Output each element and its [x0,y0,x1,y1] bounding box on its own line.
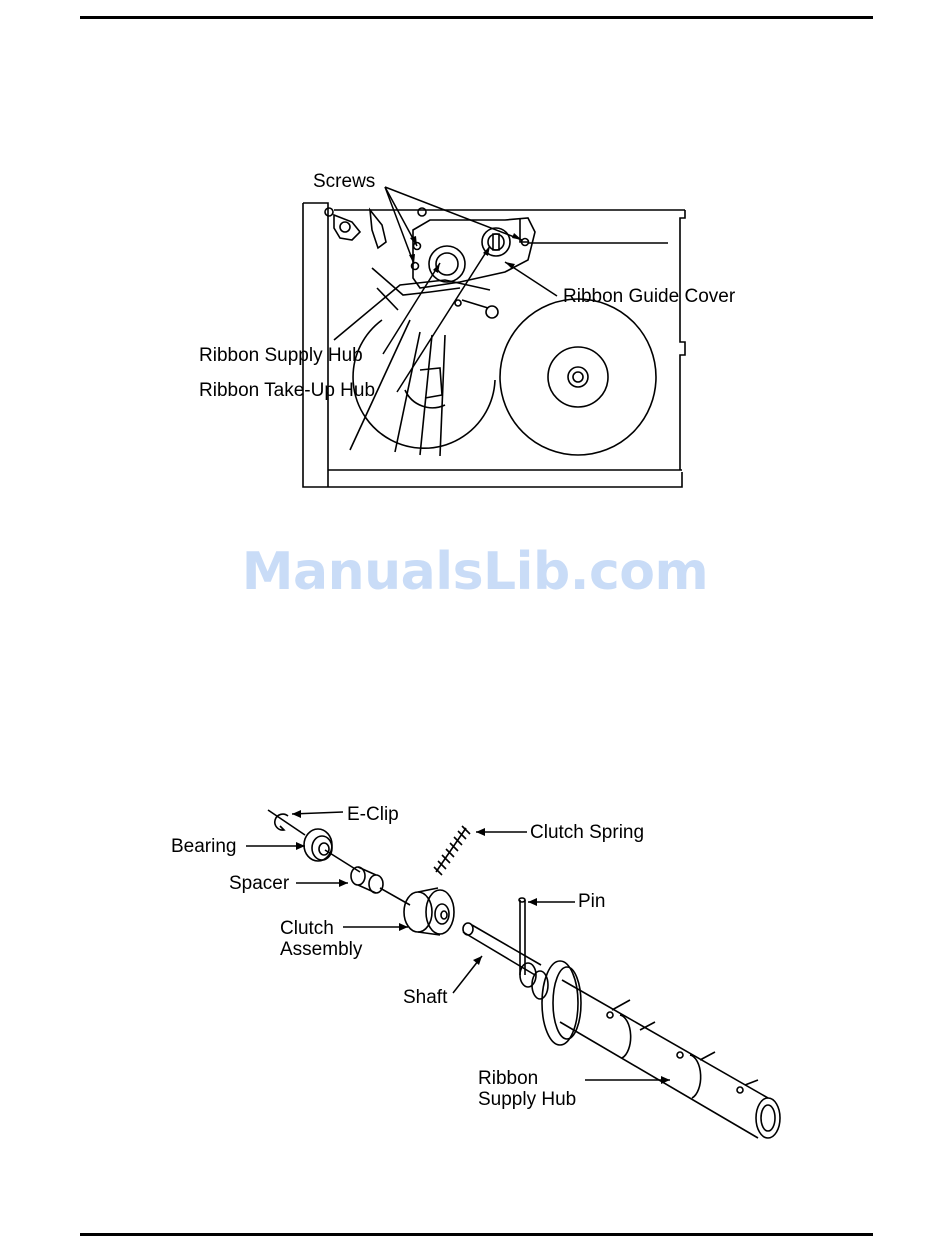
label-bearing: Bearing [171,836,237,857]
hub-assembly-figure: E-Clip Bearing Clutch Spring Spacer Pin … [0,790,950,1170]
label-clutch-spring: Clutch Spring [530,822,644,843]
label-clutch: Clutch [280,918,334,939]
watermark: ManualsLib.com [0,542,950,602]
label-screws: Screws [313,171,375,192]
top-rule [80,16,873,19]
label-pin: Pin [578,891,605,912]
label-supply-hub: Supply Hub [478,1089,576,1110]
label-assembly: Assembly [280,939,363,960]
label-shaft: Shaft [403,987,448,1008]
printer-interior-drawing: Screws Ribbon Guide Cover Ribbon Supply … [0,160,950,500]
label-ribbon-supply-hub: Ribbon Supply Hub [199,345,363,366]
label-ribbon-takeup-hub: Ribbon Take-Up Hub [199,380,375,401]
label-spacer: Spacer [229,873,290,894]
label-ribbon-guide-cover: Ribbon Guide Cover [563,286,736,307]
label-ribbon: Ribbon [478,1068,538,1089]
printer-interior-figure: Screws Ribbon Guide Cover Ribbon Supply … [0,160,950,500]
hub-assembly-drawing: E-Clip Bearing Clutch Spring Spacer Pin … [0,790,950,1170]
watermark-text: ManualsLib.com [242,542,708,602]
bottom-rule [80,1233,873,1236]
label-e-clip: E-Clip [347,804,399,825]
